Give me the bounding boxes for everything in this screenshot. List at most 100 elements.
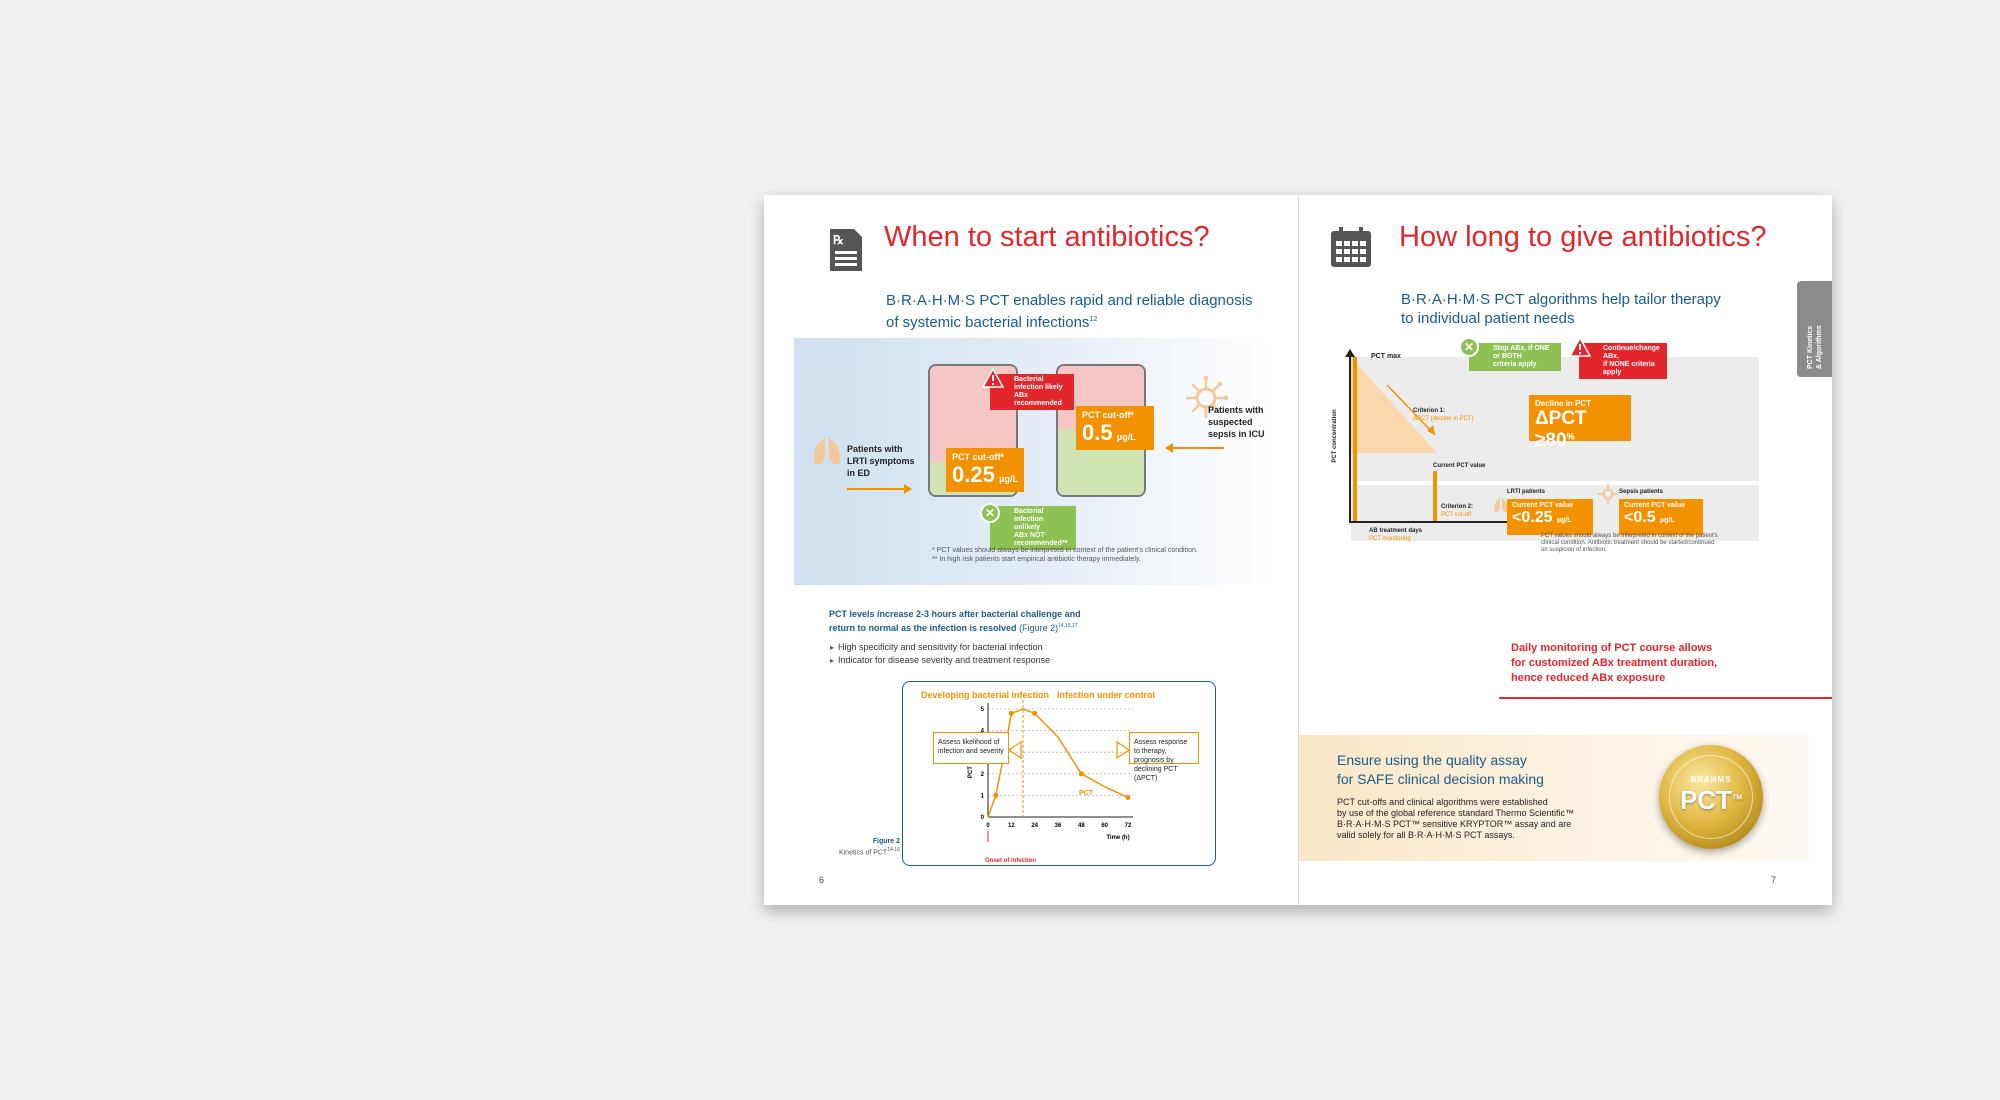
quality-text-line: PCT cut-offs and clinical algorithms wer… (1337, 797, 1548, 807)
quality-text-line: B·R·A·H·M·S PCT™ sensitive KRYPTOR™ assa… (1337, 819, 1572, 829)
phase-developing-label: Developing bacterial infection (921, 690, 1050, 700)
icu-label-line: suspected (1208, 417, 1253, 427)
assess-right-callout: Assess response to therapy, prognosis by… (1129, 732, 1199, 782)
current-pct-label: Current PCT value (1433, 463, 1486, 469)
right-page: How long to give antibiotics? B·R·A·H·M·… (1298, 195, 1832, 905)
x-tick-label: 72 (1125, 823, 1132, 829)
page-title: How long to give antibiotics? (1399, 221, 1767, 253)
kinetics-heading-line: return to normal as the infection is res… (829, 623, 1017, 633)
x-axis-label: Time (h) (1106, 835, 1129, 841)
cutoff-label: PCT cut-off* (1082, 410, 1134, 420)
subtitle-line: B·R·A·H·M·S PCT enables rapid and reliab… (886, 292, 1253, 309)
badge-line: Continue/change ABx, (1603, 345, 1660, 360)
monitoring-line: Daily monitoring of PCT course allows (1511, 642, 1713, 654)
lrti-label-line: LRTI symptoms (847, 456, 915, 466)
y-axis-label: PCT concentration (1332, 409, 1338, 463)
callout-line: Assess response to therapy, (1134, 739, 1188, 755)
pct-monitoring-label: PCT monitoring (1369, 536, 1411, 542)
page-title: When to start antibiotics? (884, 221, 1210, 253)
x-tick-label: 36 (1055, 823, 1062, 829)
badge-line: Bacterial infection likely (1014, 376, 1063, 391)
criterion-text: PCT cut-off (1441, 512, 1472, 518)
icu-arrow (1172, 447, 1224, 449)
data-point (1078, 771, 1084, 777)
quality-text: PCT cut-offs and clinical algorithms wer… (1337, 797, 1574, 841)
brochure-spread: ℞ When to start antibiotics? B·R·A·H·M·S… (764, 195, 1832, 905)
sepsis-value: <0.5 (1624, 509, 1656, 526)
lungs-icon (812, 420, 842, 466)
quality-heading-line: Ensure using the quality assay (1337, 752, 1527, 768)
warning-icon (1568, 336, 1592, 357)
lrti-arrow (847, 488, 907, 490)
section-tab[interactable]: PCT Kinetics & Algorithms (1797, 281, 1832, 377)
cutoff-value: 0.25 (952, 462, 995, 487)
y-tick-label: 5 (981, 707, 985, 713)
algorithm-note: PCT values should always be interpreted … (1541, 533, 1761, 554)
sepsis-cutoff-box: Current PCT value <0.5 µg/L (1619, 499, 1703, 535)
cutoff-unit: µg/L (1117, 432, 1136, 442)
cutoff-icu-box: PCT cut-off* 0.5 µg/L (1076, 406, 1154, 450)
icu-label-line: sepsis in ICU (1208, 429, 1265, 439)
calendar-icon (1329, 225, 1373, 269)
page-subtitle: B·R·A·H·M·S PCT enables rapid and reliab… (886, 291, 1266, 332)
decline-box: Decline in PCT ΔPCT ≥80% (1529, 395, 1631, 451)
criterion1-arrow (1386, 384, 1436, 436)
criterion1-label: Criterion 1: ΔPCT (decline in PCT) (1413, 407, 1474, 423)
note-line: on suspicion of infection. (1541, 547, 1607, 553)
bullet-list: High specificity and sensitivity for bac… (830, 641, 1050, 667)
quality-text-line: by use of the global reference standard … (1337, 808, 1574, 818)
subtitle-line: to individual patient needs (1401, 310, 1575, 327)
monitoring-callout: Daily monitoring of PCT course allows fo… (1511, 641, 1717, 686)
icu-label: Patients with suspected sepsis in ICU (1208, 404, 1278, 440)
callout-line: Assess likelihood of (938, 739, 1000, 746)
x-tick-label: 24 (1031, 823, 1038, 829)
unlikely-badge: Bacterial infection unlikely ABx NOT rec… (990, 506, 1076, 550)
lrti-label: Patients with LRTI symptoms in ED (847, 443, 927, 479)
arrow-head-icon (1165, 443, 1173, 453)
seal-tm: TM (1731, 794, 1743, 802)
data-point (993, 792, 999, 798)
kinetics-heading: PCT levels increase 2-3 hours after bact… (829, 608, 1129, 634)
bullet-item: High specificity and sensitivity for bac… (830, 641, 1050, 654)
badge-line: ABx recommended (1014, 392, 1062, 407)
algorithm-diagram: PCT concentration PCT max Criterion 1: Δ… (1329, 336, 1769, 563)
y-tick-label: 0 (981, 815, 985, 821)
x-tick-label: 60 (1101, 823, 1108, 829)
tab-label-line: PCT Kinetics (1807, 325, 1814, 369)
kinetics-ref: 14,15,17 (1058, 623, 1078, 629)
footnote: ** In high risk patients start empirical… (932, 556, 1141, 563)
current-value-label: Current PCT value (1624, 502, 1686, 509)
x-axis-labels: AB treatment days PCT monitoring (1369, 527, 1422, 543)
callout-line: prognosis by declining PCT (ΔPCT) (1134, 757, 1178, 782)
page-number: 6 (819, 875, 825, 885)
criterion-title: Criterion 2: (1441, 504, 1474, 510)
data-point (1125, 795, 1131, 801)
quality-heading: Ensure using the quality assay for SAFE … (1337, 751, 1544, 789)
series-line (987, 708, 1129, 818)
cutoff-unit: µg/L (999, 474, 1018, 484)
abx-days-label: AB treatment days (1369, 528, 1423, 534)
pct-max-label: PCT max (1371, 353, 1401, 360)
value-unit: µg/L (1660, 517, 1675, 524)
quality-text-line: valid solely for all B·R·A·H·M·S PCT ass… (1337, 830, 1515, 840)
caption-title: Figure 2 (872, 838, 900, 845)
data-point (1008, 710, 1014, 716)
decline-value: ΔPCT ≥80 (1535, 408, 1587, 451)
decision-diagram: Patients with LRTI symptoms in ED Bacter… (794, 338, 1274, 585)
decline-label: Decline in PCT (1535, 399, 1592, 408)
monitoring-bar-start (1353, 357, 1357, 521)
quality-heading-line: for SAFE clinical decision making (1337, 771, 1544, 787)
left-page: ℞ When to start antibiotics? B·R·A·H·M·S… (764, 195, 1298, 905)
figure-reference: (Figure 2) (1019, 623, 1059, 633)
lrti-label-line: Patients with (847, 444, 903, 454)
page-subtitle: B·R·A·H·M·S PCT algorithms help tailor t… (1401, 290, 1781, 328)
seal-main-text: PCT (1679, 785, 1732, 815)
data-point (1032, 710, 1038, 716)
arrow-right-icon (1116, 740, 1131, 760)
cutoff-ed-box: PCT cut-off* 0.25 µg/L (946, 448, 1024, 492)
sepsis-patients-label: Sepsis patients (1619, 489, 1664, 495)
continue-badge: Continue/change ABx, if NONE criteria ap… (1579, 343, 1667, 379)
figure-caption: Figure 2 Kinetics of PCT14-16 (820, 837, 900, 857)
decline-area (1351, 357, 1437, 453)
cutoff-value: 0.5 (1082, 420, 1113, 445)
